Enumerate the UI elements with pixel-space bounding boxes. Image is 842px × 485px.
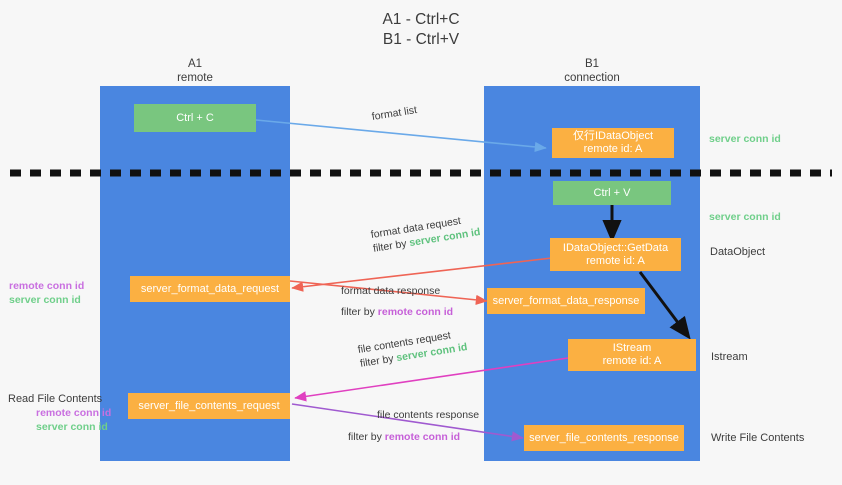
lane-b1-name: B1 xyxy=(584,58,600,70)
node-idataobject[interactable]: 仅行IDataObject remote id: A xyxy=(552,128,674,158)
edge-label-file-contents-response-filter-value: remote conn id xyxy=(384,431,461,443)
node-istream[interactable]: IStream remote id: A xyxy=(568,339,696,371)
node-idataobject-line2: remote id: A xyxy=(583,143,643,155)
node-istream-line2: remote id: A xyxy=(602,355,662,367)
title-line-2: B1 - Ctrl+V xyxy=(382,31,460,48)
node-server-format-data-request[interactable]: server_format_data_request xyxy=(130,276,290,302)
lane-a1-name: A1 xyxy=(187,58,203,70)
lane-b1-sub: connection xyxy=(564,71,620,84)
annotation-right-server-conn-id-2: server conn id xyxy=(709,211,781,223)
annotation-left-mid-server: server conn id xyxy=(9,294,81,306)
node-ctrl-c-line1: Ctrl + C xyxy=(176,111,214,124)
edge-label-file-contents-response-filter-prefix: filter by xyxy=(348,431,385,443)
node-idataobject-line1: 仅行IDataObject xyxy=(572,130,654,142)
node-server-file-contents-response[interactable]: server_file_contents_response xyxy=(524,425,684,451)
node-idataobject-getdata[interactable]: IDataObject::GetData remote id: A xyxy=(550,238,681,271)
edge-label-file-contents-response: file contents response filter by remote … xyxy=(348,408,480,444)
lane-a1-sub: remote xyxy=(177,71,213,84)
node-ctrl-v-line1: Ctrl + V xyxy=(593,186,631,199)
annotation-left-mid-remote: remote conn id xyxy=(9,280,85,292)
edge-label-format-data-response-text: format data response xyxy=(341,285,441,297)
annotation-left-bottom: Read File Contents remote conn id server… xyxy=(8,392,111,434)
edge-label-format-data-response: format data response filter by remote co… xyxy=(341,284,453,319)
edge-label-file-contents-request: file contents request filter by server c… xyxy=(357,329,468,371)
node-ctrl-v[interactable]: Ctrl + V xyxy=(553,181,671,205)
edge-label-format-data-response-filter-value: remote conn id xyxy=(377,306,454,318)
edge-label-format-list-text: format list xyxy=(370,104,418,124)
title-line-1: A1 - Ctrl+C xyxy=(382,11,460,28)
node-server-file-contents-response-label: server_file_contents_response xyxy=(529,431,679,444)
annotation-right-istream: Istream xyxy=(711,351,748,363)
node-ctrl-c[interactable]: Ctrl + C xyxy=(134,104,256,132)
annotation-left-bottom-server: server conn id xyxy=(36,421,108,433)
lane-header-a1: A1 remote xyxy=(120,58,270,85)
node-istream-line1: IStream xyxy=(612,342,652,354)
node-getdata-line1: IDataObject::GetData xyxy=(562,241,669,254)
node-server-format-data-response[interactable]: server_format_data_response xyxy=(487,288,645,314)
annotation-right-dataobject: DataObject xyxy=(710,246,766,258)
node-getdata-line2: remote id: A xyxy=(586,254,645,267)
annotation-right-write-file-contents: Write File Contents xyxy=(711,432,805,444)
edge-label-format-data-request: format data request filter by server con… xyxy=(370,215,481,256)
node-server-file-contents-request[interactable]: server_file_contents_request xyxy=(128,393,290,419)
annotation-left-bottom-remote: remote conn id xyxy=(36,407,112,419)
edge-label-file-contents-response-text: file contents response xyxy=(377,409,480,421)
node-server-format-data-request-label: server_format_data_request xyxy=(140,282,280,295)
page-title: A1 - Ctrl+C B1 - Ctrl+V xyxy=(0,10,842,50)
node-server-format-data-response-label: server_format_data_response xyxy=(492,294,640,307)
annotation-right-server-conn-id-1: server conn id xyxy=(709,133,781,145)
edge-label-format-data-response-filter-prefix: filter by xyxy=(341,306,378,318)
edge-label-format-list: format list xyxy=(371,103,418,124)
lane-header-b1: B1 connection xyxy=(517,58,667,85)
node-server-file-contents-request-label: server_file_contents_request xyxy=(138,399,280,412)
annotation-left-mid: remote conn id server conn id xyxy=(9,279,84,307)
annotation-read-file-contents: Read File Contents xyxy=(8,393,103,405)
